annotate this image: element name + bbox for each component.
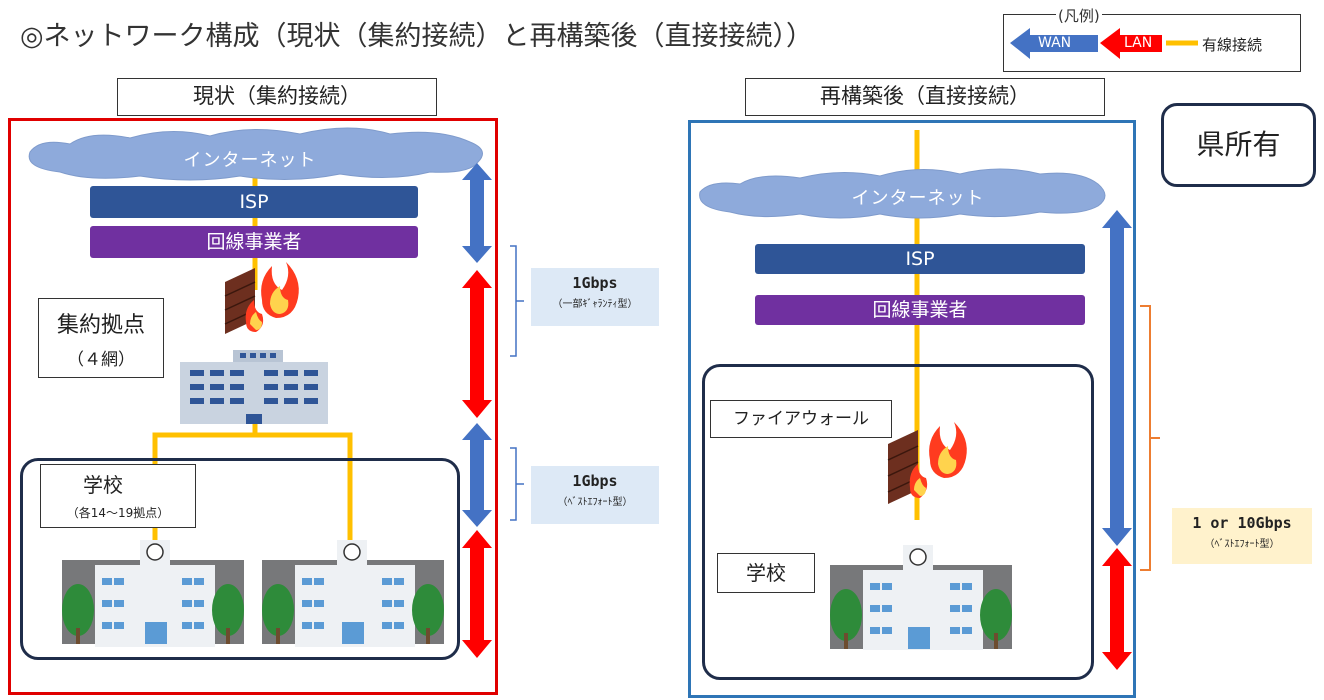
speed-left-upper: 1Gbps xyxy=(572,274,618,292)
rebuilt-panel xyxy=(688,120,1136,698)
wired-line-branch-right xyxy=(255,432,353,545)
office-building-icon xyxy=(180,350,328,424)
internet-label-right: インターネット xyxy=(851,188,985,209)
school-group-left xyxy=(20,458,460,660)
hub-label-line2: （４網） xyxy=(67,350,135,370)
carrier-bar-left: 回線事業者 xyxy=(90,226,418,258)
legend-lan-label: LAN xyxy=(1124,35,1153,51)
bracket-left-upper xyxy=(510,245,524,357)
page-title: ◎ネットワーク構成（現状（集約接続）と再構築後（直接接続）） xyxy=(20,21,814,52)
speed-right: 1 or 10Gbps xyxy=(1192,514,1292,532)
school-building-icon-right xyxy=(830,545,1012,650)
speed-note-right: （ﾍﾞｽﾄｴﾌｫｰﾄ型） xyxy=(1204,539,1280,550)
bracket-right xyxy=(1140,305,1160,571)
speed-left-lower: 1Gbps xyxy=(572,472,618,490)
speed-box-left-lower: 1Gbps （ﾍﾞｽﾄｴﾌｫｰﾄ型） xyxy=(531,466,659,524)
school-building-icon-left-2 xyxy=(262,540,444,647)
legend-heading: (凡例) xyxy=(1056,5,1102,26)
wan-arrow-left xyxy=(462,163,492,263)
internet-cloud-right xyxy=(699,168,1106,219)
internet-label-left: インターネット xyxy=(183,150,317,171)
speed-note-left-lower: （ﾍﾞｽﾄｴﾌｫｰﾄ型） xyxy=(557,497,633,508)
hub-label-line1: 集約拠点 xyxy=(56,313,145,338)
wan-arrow-right xyxy=(1102,210,1132,546)
rebuilt-label: 再構築後（直接接続） xyxy=(745,78,1105,116)
firewall-label-box: ファイアウォール xyxy=(710,400,892,438)
school-site-right xyxy=(702,364,1094,680)
current-panel xyxy=(8,118,498,695)
school-building-icon-left-1 xyxy=(62,540,244,647)
speed-note-left-upper: （一部ｷﾞｬﾗﾝﾃｨ型） xyxy=(552,299,638,310)
prefecture-owned-box: 県所有 xyxy=(1161,103,1316,187)
legend-wan-arrow xyxy=(1010,28,1098,59)
firewall-icon-right xyxy=(887,422,967,504)
school-label-box-left: 学校 （各14～19拠点） xyxy=(40,464,196,528)
legend-wan-label: WAN xyxy=(1038,35,1072,51)
isp-bar-right: ISP xyxy=(755,244,1085,274)
carrier-bar-right: 回線事業者 xyxy=(755,295,1085,325)
lan-arrow-right xyxy=(1102,548,1132,670)
lan-arrow-left-upper xyxy=(462,270,492,418)
hub-label-box: 集約拠点 （４網） xyxy=(38,298,164,378)
school-label-box-right: 学校 xyxy=(717,553,815,593)
legend-lan-arrow xyxy=(1100,28,1162,59)
school-note-left: （各14～19拠点） xyxy=(66,506,170,520)
lan-arrow-left-lower xyxy=(462,530,492,658)
firewall-icon-left xyxy=(224,262,299,334)
wan-arrow-left-lower xyxy=(462,423,492,527)
current-label: 現状（集約接続） xyxy=(117,78,437,116)
bracket-left-lower xyxy=(510,447,524,521)
legend-wired-label: 有線接続 xyxy=(1202,36,1263,54)
speed-box-left-upper: 1Gbps （一部ｷﾞｬﾗﾝﾃｨ型） xyxy=(531,268,659,326)
speed-box-right: 1 or 10Gbps （ﾍﾞｽﾄｴﾌｫｰﾄ型） xyxy=(1172,508,1312,564)
internet-cloud-left xyxy=(28,127,483,181)
legend-box xyxy=(1003,14,1301,72)
school-label-left: 学校 xyxy=(83,473,123,497)
isp-bar-left: ISP xyxy=(90,186,418,218)
